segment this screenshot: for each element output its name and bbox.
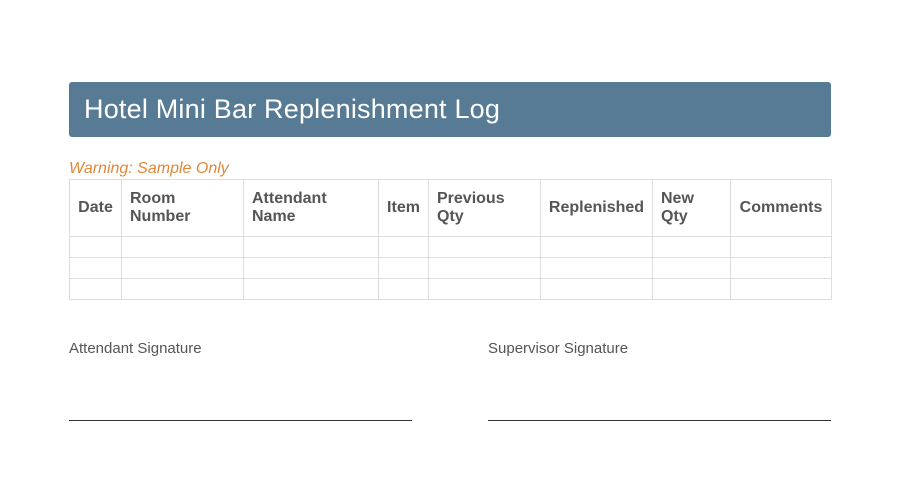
table-header-row: Date Room Number Attendant Name Item Pre… [69,179,832,237]
table-cell[interactable] [428,257,541,279]
column-header-comments: Comments [730,179,832,237]
table-cell[interactable] [730,278,832,300]
supervisor-signature-line[interactable] [488,420,831,421]
attendant-signature-line[interactable] [69,420,412,421]
column-header-date: Date [69,179,122,237]
supervisor-signature-block: Supervisor Signature [488,340,831,421]
table-cell[interactable] [378,257,429,279]
column-header-new-qty: New Qty [652,179,731,237]
table-cell[interactable] [378,236,429,258]
table-cell[interactable] [243,257,379,279]
table-cell[interactable] [730,236,832,258]
sample-warning: Warning: Sample Only [69,160,229,177]
table-cell[interactable] [428,236,541,258]
table-cell[interactable] [69,278,122,300]
column-header-replenished: Replenished [540,179,653,237]
table-cell[interactable] [540,257,653,279]
table-cell[interactable] [121,236,244,258]
table-cell[interactable] [540,236,653,258]
page-title: Hotel Mini Bar Replenishment Log [84,94,501,124]
table-row [69,278,832,300]
column-header-previous-qty: Previous Qty [428,179,541,237]
table-cell[interactable] [652,236,731,258]
table-cell[interactable] [730,257,832,279]
column-header-attendant-name: Attendant Name [243,179,379,237]
table-cell[interactable] [378,278,429,300]
table-cell[interactable] [121,257,244,279]
table-cell[interactable] [69,257,122,279]
table-row [69,236,832,258]
table-cell[interactable] [243,278,379,300]
table-cell[interactable] [652,278,731,300]
table-row [69,257,832,279]
table-cell[interactable] [428,278,541,300]
table-cell[interactable] [121,278,244,300]
table-cell[interactable] [652,257,731,279]
table-cell[interactable] [69,236,122,258]
table-cell[interactable] [243,236,379,258]
column-header-item: Item [378,179,429,237]
attendant-signature-block: Attendant Signature [69,340,412,421]
column-header-room-number: Room Number [121,179,244,237]
table-cell[interactable] [540,278,653,300]
supervisor-signature-label: Supervisor Signature [488,340,629,357]
replenishment-log-table: Date Room Number Attendant Name Item Pre… [69,179,832,300]
title-banner: Hotel Mini Bar Replenishment Log [69,82,831,137]
attendant-signature-label: Attendant Signature [69,340,202,357]
